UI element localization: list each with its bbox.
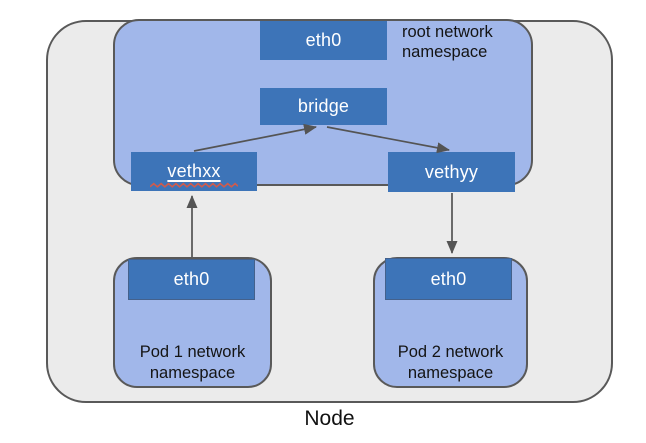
bridge-label: bridge xyxy=(297,96,350,116)
root-eth0-box: eth0 xyxy=(260,21,387,60)
vethxx-label: vethxx xyxy=(167,161,221,181)
node-label: Node xyxy=(304,407,355,430)
vethyy-box: vethyy xyxy=(388,152,515,192)
pod2-label-line2: namespace xyxy=(407,364,494,382)
root-namespace-label: root network namespace xyxy=(402,22,493,62)
pod1-label-line2: namespace xyxy=(149,364,236,382)
spellcheck-squiggle-icon xyxy=(150,182,238,188)
pod2-eth0-box: eth0 xyxy=(385,258,512,300)
pod2-eth0-label: eth0 xyxy=(430,268,467,289)
root-eth0-label: eth0 xyxy=(305,30,342,50)
vethxx-box: vethxx xyxy=(131,152,257,191)
root-namespace-label-line2: namespace xyxy=(402,43,488,61)
pod2-label-line1: Pod 2 network xyxy=(397,343,504,361)
pod1-eth0-label: eth0 xyxy=(173,269,210,289)
bridge-box: bridge xyxy=(260,88,387,125)
pod1-namespace-label: Pod 1 network namespace xyxy=(113,342,272,384)
pod1-eth0-box: eth0 xyxy=(128,259,255,300)
pod2-namespace-label: Pod 2 network namespace xyxy=(373,342,528,384)
pod1-label-line1: Pod 1 network xyxy=(139,343,246,361)
vethyy-label: vethyy xyxy=(424,161,479,182)
root-namespace-label-line1: root network xyxy=(402,23,493,41)
